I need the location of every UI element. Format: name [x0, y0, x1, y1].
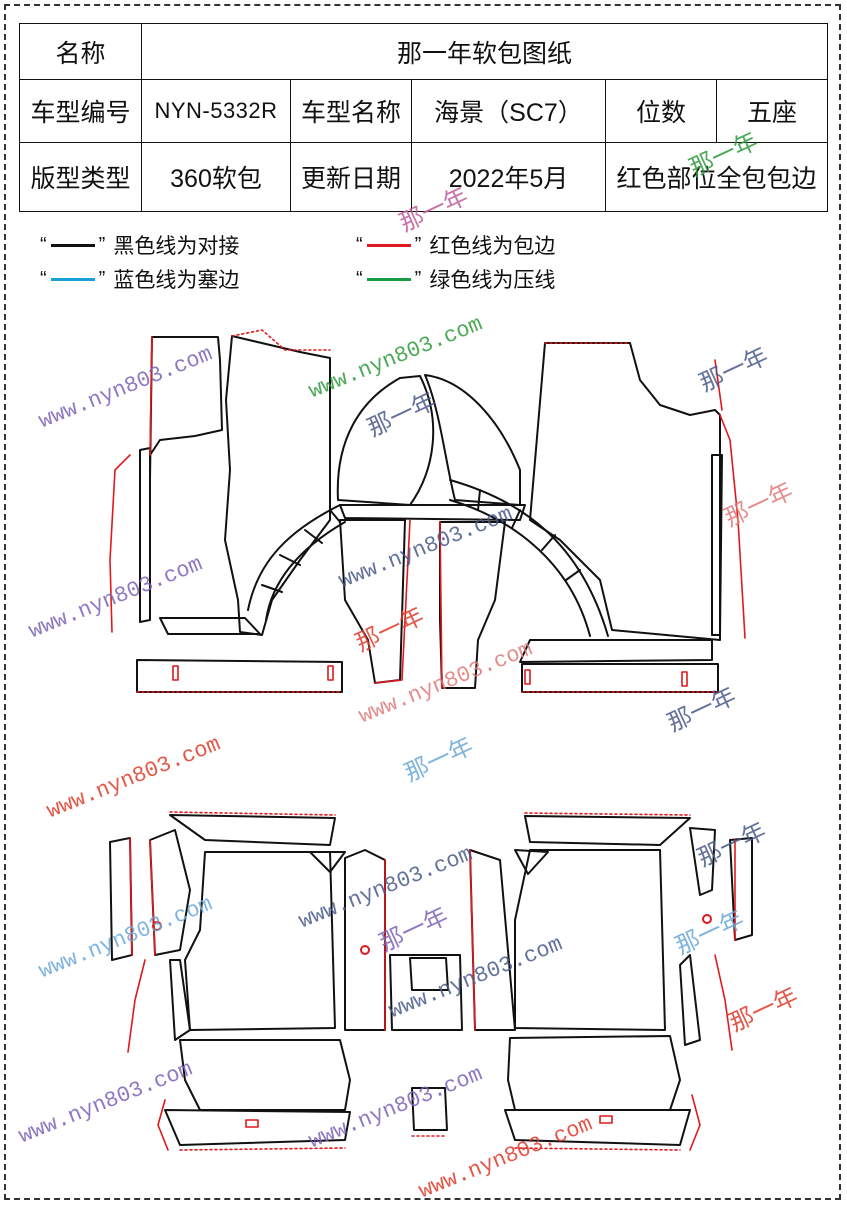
legend-blue: “ ” 蓝色线为塞边 — [40, 264, 239, 294]
trunk-right-panel — [507, 1035, 681, 1111]
arch-right-outer — [449, 479, 609, 637]
right-front-panel — [529, 342, 721, 641]
red-edge-left-door — [231, 329, 331, 351]
rear-right-side-b — [729, 837, 753, 941]
red-edge-center-right — [439, 521, 443, 689]
rear-left-big-panel — [184, 851, 336, 1031]
legend-green: “ ” 绿色线为压线 — [356, 264, 555, 294]
arch-left-outer — [247, 504, 341, 611]
drawing-title: 那一年软包图纸 — [141, 23, 828, 80]
spec-table: 名称 那一年软包图纸 车型编号 NYN-5332R 车型名称 海景（SC7） 位… — [19, 23, 828, 212]
red-edge-left-top — [149, 336, 153, 456]
arch-left-ribs — [261, 509, 341, 593]
right-strip-slot-1 — [524, 669, 531, 685]
left-strip-slot-1 — [172, 665, 179, 681]
arch-right-inner — [449, 499, 591, 637]
update-date-value: 2022年5月 — [411, 142, 606, 212]
red-edge-trunk-right — [689, 1094, 701, 1151]
legend-red: “ ” 红色线为包边 — [356, 230, 555, 260]
left-strip-slot-2 — [327, 665, 334, 681]
center-lens-piece — [336, 375, 435, 506]
rear-right-lower-a — [679, 954, 701, 1046]
rear-right-hole — [702, 914, 712, 924]
rear-center-tab — [409, 957, 449, 991]
rear-left-lower-a — [169, 959, 191, 1041]
red-edge-rear-right-top — [524, 812, 691, 816]
rear-right-column — [469, 849, 516, 1031]
rear-left-triangle — [309, 851, 346, 873]
legend-green-text: 绿色线为压线 — [429, 269, 556, 292]
pattern-type-label: 版型类型 — [19, 142, 142, 212]
center-lens-right — [424, 374, 521, 506]
trunk-right-slot — [599, 1115, 613, 1124]
trunk-left-panel — [179, 1039, 351, 1111]
left-side-strip — [139, 447, 151, 623]
red-edge-right-panel — [719, 414, 746, 639]
red-edge-rear-right-lower — [714, 954, 733, 1051]
right-sill-strip — [519, 639, 713, 663]
right-bottom-strip — [521, 663, 719, 693]
legend-black: “ ” 黑色线为对接 — [40, 230, 239, 260]
seats-value: 五座 — [716, 79, 828, 143]
rear-center-tunnel — [389, 954, 463, 1031]
edge-note: 红色部位全包包边 — [605, 142, 828, 212]
rear-right-triangle — [514, 849, 549, 875]
trunk-right-sill — [504, 1109, 691, 1146]
center-column-left — [339, 519, 406, 684]
left-bottom-strip — [136, 659, 343, 693]
red-edge-rear-left-side — [129, 837, 156, 956]
rear-left-top-strip — [169, 814, 336, 846]
rear-right-big-panel — [514, 849, 666, 1031]
center-lens-crossbar — [339, 504, 526, 521]
center-column-right — [439, 521, 506, 689]
red-edge-trunk-left — [157, 1099, 169, 1151]
rear-right-top-strip — [524, 815, 691, 846]
model-name-label: 车型名称 — [290, 79, 412, 143]
trunk-left-sill — [164, 1109, 351, 1146]
legend-black-swatch — [50, 243, 95, 247]
page-border — [4, 4, 841, 1200]
rear-center-small — [411, 1087, 448, 1131]
legend-red-swatch — [366, 243, 411, 247]
legend-blue-text: 蓝色线为塞边 — [113, 269, 240, 292]
seats-label: 位数 — [605, 79, 717, 143]
red-edge-left-panel — [109, 454, 131, 633]
left-door-panel — [224, 335, 331, 636]
red-edge-trunk-bottom-left — [179, 1147, 346, 1151]
model-code-label: 车型编号 — [19, 79, 142, 143]
pattern-type-value: 360软包 — [141, 142, 291, 212]
right-side-strip — [711, 454, 723, 636]
right-strip-slot-2 — [681, 671, 688, 687]
red-edge-rear-left-top — [169, 811, 336, 816]
update-date-label: 更新日期 — [290, 142, 412, 212]
legend-black-text: 黑色线为对接 — [113, 235, 240, 258]
left-sill-strip — [159, 617, 261, 635]
rear-right-side-a — [689, 827, 716, 896]
lower-pattern-group — [109, 814, 753, 1146]
red-edge-rear-columns — [384, 849, 476, 1031]
upper-red-edges — [109, 329, 746, 693]
model-code-value: NYN-5332R — [141, 79, 291, 143]
red-edge-rear-left-lower — [127, 959, 146, 1053]
lower-red-edges — [127, 811, 736, 1151]
legend-green-swatch — [366, 277, 411, 281]
rear-center-hole — [360, 945, 370, 955]
legend-red-text: 红色线为包边 — [429, 235, 556, 258]
legend-blue-swatch — [50, 277, 95, 281]
red-edge-center-left — [374, 519, 411, 684]
red-edge-right-top — [714, 359, 723, 411]
arch-left-inner — [265, 521, 346, 621]
red-edge-trunk-bottom-right — [514, 1147, 681, 1151]
trunk-left-slot — [245, 1119, 259, 1128]
